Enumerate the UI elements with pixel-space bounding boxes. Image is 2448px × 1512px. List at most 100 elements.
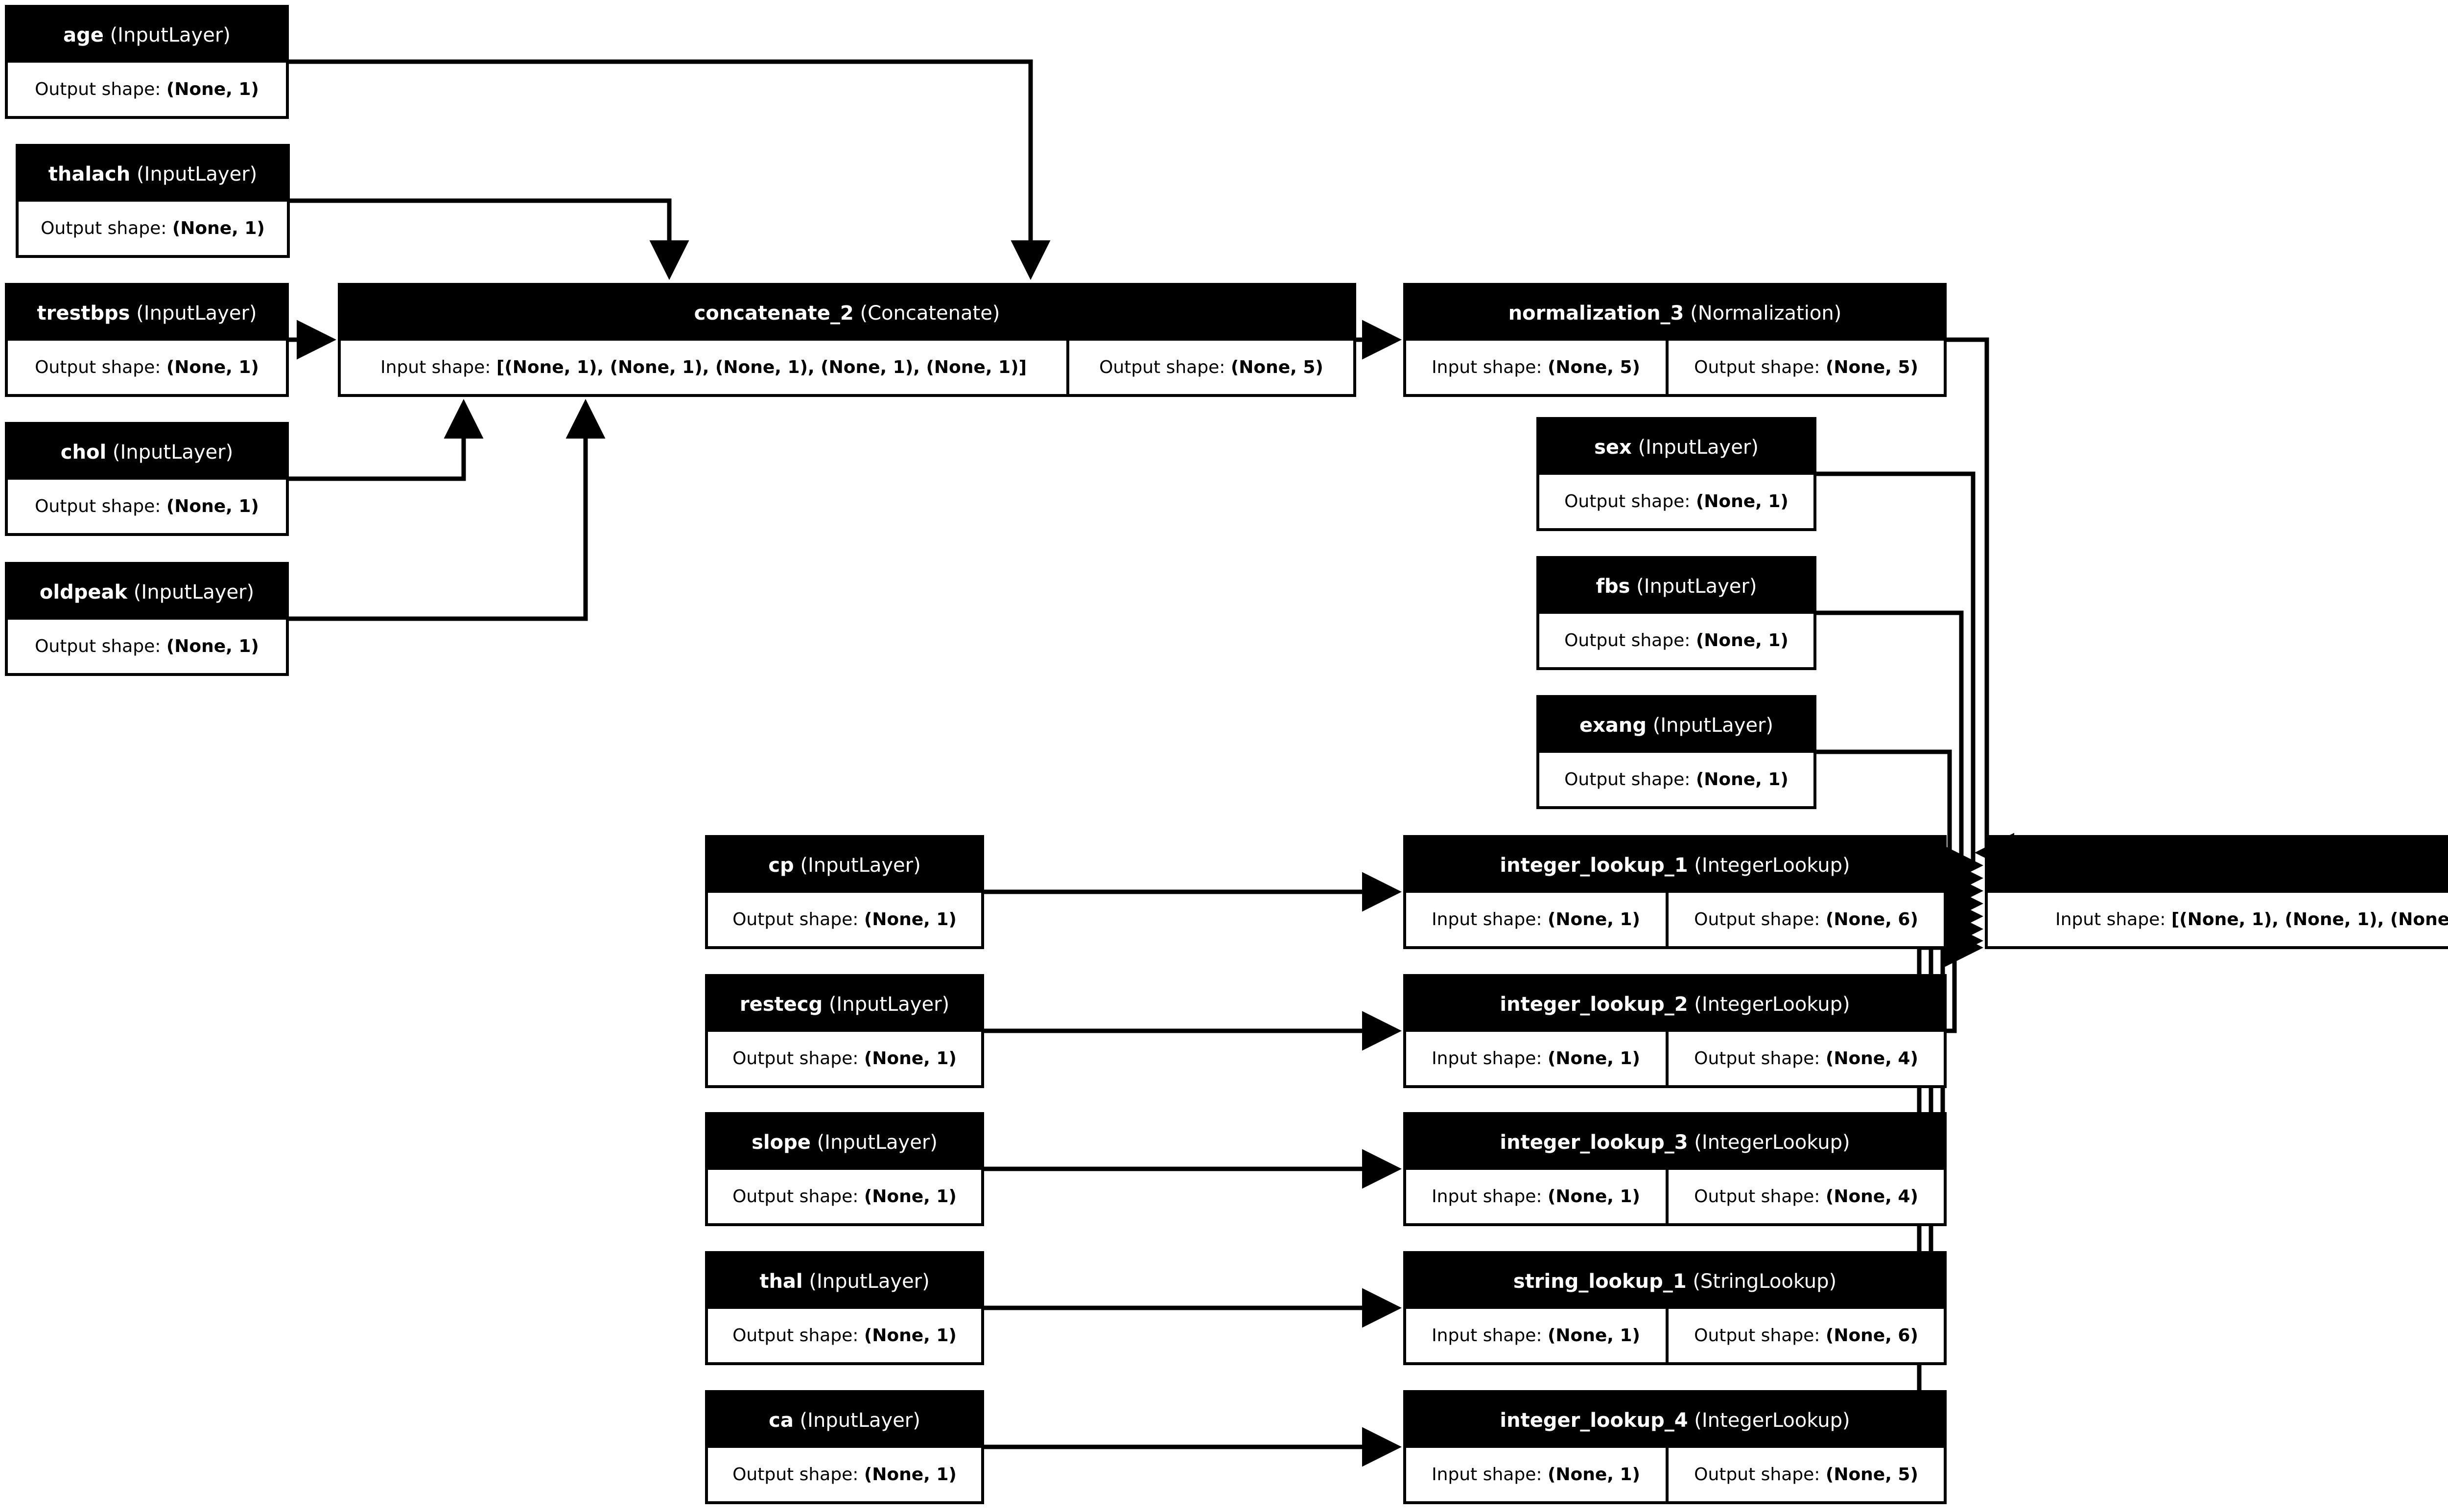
layer-node-oldpeak[interactable]: oldpeak (InputLayer)Output shape: (None,…	[5, 562, 289, 676]
layer-shapes-fbs: Output shape: (None, 1)	[1539, 614, 1813, 667]
edge-oldpeak-to-concatenate_2	[289, 399, 606, 621]
layer-name-slope: slope	[752, 1131, 811, 1154]
layer-shapes-ca: Output shape: (None, 1)	[708, 1448, 981, 1501]
edge-integer_lookup_3-to-concatenate_3	[1940, 909, 1983, 1171]
layer-type-string_lookup_1: (StringLookup)	[1693, 1270, 1837, 1293]
shape-value: [(None, 1), (None, 1), (None, 1), (None,…	[496, 357, 1027, 377]
layer-shapes-integer_lookup_2: Input shape: (None, 1)Output shape: (Non…	[1406, 1032, 1944, 1085]
shape-label: Input shape:	[1432, 909, 1542, 930]
layer-node-integer_lookup_3[interactable]: integer_lookup_3 (IntegerLookup)Input sh…	[1403, 1112, 1947, 1226]
layer-output-shape-age: Output shape: (None, 1)	[8, 63, 286, 116]
layer-shapes-sex: Output shape: (None, 1)	[1539, 475, 1813, 528]
layer-title-trestbps: trestbps (InputLayer)	[8, 286, 286, 341]
shape-value: (None, 1)	[864, 1464, 957, 1485]
layer-type-slope: (InputLayer)	[817, 1131, 938, 1154]
layer-input-shape-integer_lookup_3: Input shape: (None, 1)	[1406, 1170, 1666, 1223]
layer-node-exang[interactable]: exang (InputLayer)Output shape: (None, 1…	[1536, 695, 1816, 809]
layer-node-integer_lookup_1[interactable]: integer_lookup_1 (IntegerLookup)Input sh…	[1403, 835, 1947, 949]
shape-label: Output shape:	[1694, 357, 1820, 377]
layer-name-trestbps: trestbps	[37, 302, 130, 325]
layer-output-shape-thalach: Output shape: (None, 1)	[19, 202, 287, 255]
layer-node-chol[interactable]: chol (InputLayer)Output shape: (None, 1)	[5, 422, 289, 536]
shape-label: Output shape:	[1694, 909, 1820, 930]
shape-label: Output shape:	[1564, 630, 1691, 651]
edge-age-to-concatenate_2	[289, 59, 1051, 280]
shape-value: (None, 6)	[1825, 1325, 1918, 1346]
shape-label: Output shape:	[732, 909, 859, 930]
layer-name-normalization_3: normalization_3	[1508, 302, 1684, 325]
layer-input-shape-integer_lookup_2: Input shape: (None, 1)	[1406, 1032, 1666, 1085]
layer-title-integer_lookup_3: integer_lookup_3 (IntegerLookup)	[1406, 1115, 1944, 1170]
layer-type-age: (InputLayer)	[110, 24, 231, 47]
shape-value: (None, 1)	[864, 1048, 957, 1069]
layer-node-concatenate_3[interactable]: concatenate_3 (Concatenate)Input shape: …	[1985, 835, 2448, 949]
shape-label: Output shape:	[1564, 769, 1691, 790]
layer-shapes-age: Output shape: (None, 1)	[8, 63, 286, 116]
layer-title-exang: exang (InputLayer)	[1539, 698, 1813, 753]
shape-value: (None, 4)	[1825, 1186, 1918, 1207]
layer-name-oldpeak: oldpeak	[39, 581, 128, 604]
layer-node-slope[interactable]: slope (InputLayer)Output shape: (None, 1…	[705, 1112, 984, 1226]
layer-output-shape-normalization_3: Output shape: (None, 5)	[1669, 341, 1944, 394]
layer-node-integer_lookup_2[interactable]: integer_lookup_2 (IntegerLookup)Input sh…	[1403, 974, 1947, 1088]
shape-label: Output shape:	[1099, 357, 1225, 377]
layer-type-exang: (InputLayer)	[1652, 714, 1774, 737]
shape-value: (None, 5)	[1547, 357, 1641, 377]
layer-node-thal[interactable]: thal (InputLayer)Output shape: (None, 1)	[705, 1251, 984, 1365]
layer-shapes-exang: Output shape: (None, 1)	[1539, 753, 1813, 806]
shape-label: Output shape:	[1694, 1325, 1820, 1346]
shape-value: (None, 5)	[1230, 357, 1323, 377]
layer-node-thalach[interactable]: thalach (InputLayer)Output shape: (None,…	[16, 144, 290, 258]
layer-output-shape-oldpeak: Output shape: (None, 1)	[8, 620, 286, 673]
layer-node-integer_lookup_4[interactable]: integer_lookup_4 (IntegerLookup)Input sh…	[1403, 1390, 1947, 1504]
shape-label: Output shape:	[1564, 491, 1691, 512]
layer-title-ca: ca (InputLayer)	[708, 1393, 981, 1448]
layer-node-sex[interactable]: sex (InputLayer)Output shape: (None, 1)	[1536, 417, 1816, 531]
layer-node-restecg[interactable]: restecg (InputLayer)Output shape: (None,…	[705, 974, 984, 1088]
layer-title-age: age (InputLayer)	[8, 8, 286, 63]
shape-value: (None, 1)	[864, 1325, 957, 1346]
shape-label: Output shape:	[732, 1325, 859, 1346]
layer-output-shape-slope: Output shape: (None, 1)	[708, 1170, 981, 1223]
layer-shapes-restecg: Output shape: (None, 1)	[708, 1032, 981, 1085]
layer-title-cp: cp (InputLayer)	[708, 838, 981, 893]
layer-node-fbs[interactable]: fbs (InputLayer)Output shape: (None, 1)	[1536, 556, 1816, 670]
layer-input-shape-string_lookup_1: Input shape: (None, 1)	[1406, 1309, 1666, 1362]
shape-value: (None, 1)	[172, 218, 265, 238]
layer-node-string_lookup_1[interactable]: string_lookup_1 (StringLookup)Input shap…	[1403, 1251, 1947, 1365]
layer-node-age[interactable]: age (InputLayer)Output shape: (None, 1)	[5, 5, 289, 119]
layer-title-slope: slope (InputLayer)	[708, 1115, 981, 1170]
layer-shapes-chol: Output shape: (None, 1)	[8, 480, 286, 533]
shape-label: Input shape:	[1432, 1048, 1542, 1069]
layer-output-shape-cp: Output shape: (None, 1)	[708, 893, 981, 946]
layer-title-concatenate_2: concatenate_2 (Concatenate)	[341, 286, 1353, 341]
layer-type-cp: (InputLayer)	[800, 854, 921, 877]
layer-name-ca: ca	[769, 1409, 794, 1432]
layer-output-shape-fbs: Output shape: (None, 1)	[1539, 614, 1813, 667]
layer-node-concatenate_2[interactable]: concatenate_2 (Concatenate)Input shape: …	[338, 283, 1356, 397]
shape-value: (None, 5)	[1825, 357, 1918, 377]
layer-title-string_lookup_1: string_lookup_1 (StringLookup)	[1406, 1254, 1944, 1309]
layer-output-shape-integer_lookup_1: Output shape: (None, 6)	[1669, 893, 1944, 946]
layer-type-trestbps: (InputLayer)	[136, 302, 257, 325]
layer-title-oldpeak: oldpeak (InputLayer)	[8, 565, 286, 620]
layer-name-integer_lookup_3: integer_lookup_3	[1500, 1131, 1688, 1154]
shape-value: (None, 1)	[1547, 1325, 1641, 1346]
layer-type-integer_lookup_4: (IntegerLookup)	[1694, 1409, 1850, 1432]
layer-input-shape-normalization_3: Input shape: (None, 5)	[1406, 341, 1666, 394]
layer-node-ca[interactable]: ca (InputLayer)Output shape: (None, 1)	[705, 1390, 984, 1504]
layer-name-cp: cp	[768, 854, 794, 877]
shape-value: (None, 4)	[1825, 1048, 1918, 1069]
shape-value: (None, 1)	[1547, 1048, 1641, 1069]
layer-name-age: age	[63, 24, 104, 47]
layer-shapes-oldpeak: Output shape: (None, 1)	[8, 620, 286, 673]
layer-node-trestbps[interactable]: trestbps (InputLayer)Output shape: (None…	[5, 283, 289, 397]
layer-title-fbs: fbs (InputLayer)	[1539, 559, 1813, 614]
layer-name-integer_lookup_4: integer_lookup_4	[1500, 1409, 1688, 1432]
layer-type-thalach: (InputLayer)	[136, 163, 258, 186]
layer-node-cp[interactable]: cp (InputLayer)Output shape: (None, 1)	[705, 835, 984, 949]
layer-output-shape-integer_lookup_3: Output shape: (None, 4)	[1669, 1170, 1944, 1223]
layer-type-normalization_3: (Normalization)	[1690, 302, 1842, 325]
layer-node-normalization_3[interactable]: normalization_3 (Normalization) Input sha…	[1403, 283, 1947, 397]
layer-input-shape-concatenate_2: Input shape: [(None, 1), (None, 1), (Non…	[341, 341, 1066, 394]
